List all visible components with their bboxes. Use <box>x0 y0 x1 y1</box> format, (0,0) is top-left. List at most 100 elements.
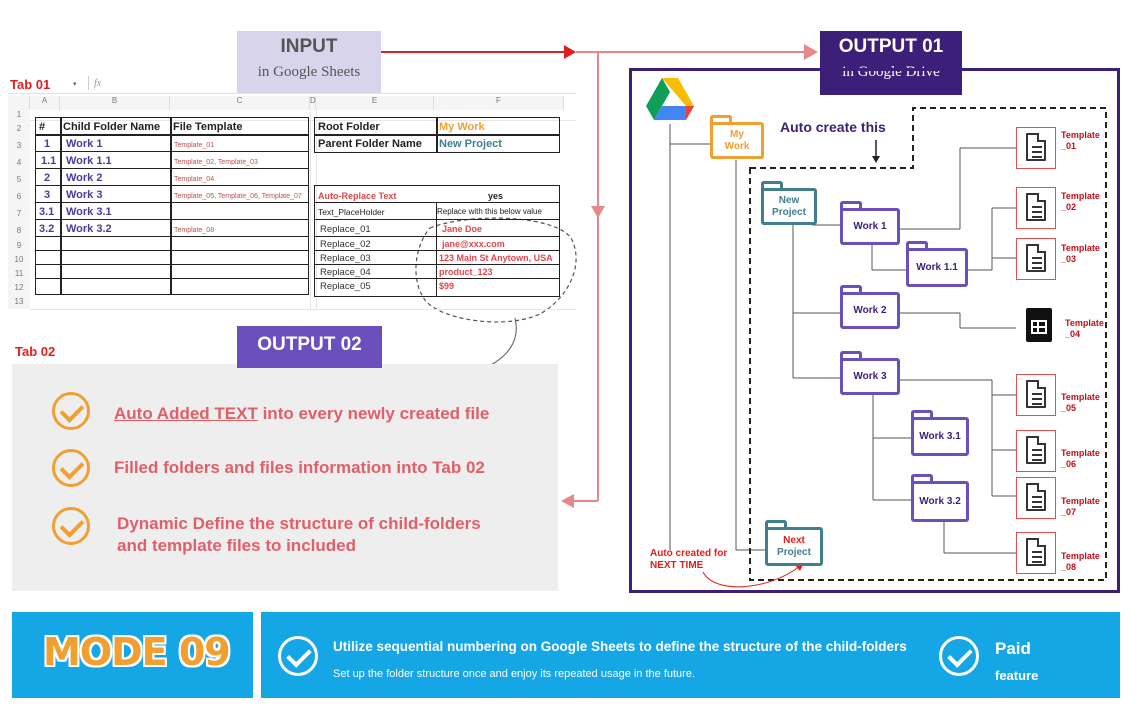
output2-title: OUTPUT 02 <box>237 326 382 368</box>
col-header[interactable]: D <box>310 96 316 110</box>
doc-icon[interactable] <box>1016 187 1056 229</box>
replace-key: Replace_01 <box>320 224 371 235</box>
doc-icon[interactable] <box>1016 238 1056 280</box>
folder-work-3[interactable]: Work 3 <box>840 351 900 395</box>
feature-underlined: Auto Added TEXT <box>114 404 258 423</box>
template-label: Template_07 <box>1061 496 1100 517</box>
header-num: # <box>39 121 46 133</box>
row-number[interactable]: 9 <box>8 239 30 253</box>
feature-auto-text: Auto Added TEXT into every newly created… <box>114 404 489 424</box>
doc-icon[interactable] <box>1016 374 1056 416</box>
spreadsheet-icon[interactable] <box>1026 308 1052 342</box>
replace-key: Replace_04 <box>320 267 371 278</box>
feature-rest: into every newly created file <box>257 404 490 423</box>
parent-folder-value: New Project <box>439 138 502 150</box>
doc-icon[interactable] <box>1016 127 1056 169</box>
template-label: Template_06 <box>1061 448 1100 469</box>
folder-label: Work 2 <box>840 292 900 329</box>
auto-next-label2: NEXT TIME <box>650 560 704 571</box>
row-number[interactable]: 13 <box>8 295 30 309</box>
parent-folder-label: Parent Folder Name <box>318 138 422 150</box>
template-label: Template_03 <box>1061 243 1100 264</box>
row-name: Work 1 <box>66 138 103 150</box>
replace-value: 123 Main St Anytown, USA <box>439 253 553 263</box>
folder-work-1-1[interactable]: Work 1.1 <box>906 241 968 287</box>
auto-next-label: Auto created for <box>650 548 728 559</box>
doc-icon[interactable] <box>1016 430 1056 472</box>
formula-bar[interactable]: ▾ fx <box>8 74 576 94</box>
row-number[interactable]: 11 <box>8 267 30 281</box>
col-header[interactable]: B <box>60 96 170 110</box>
template-label: Template_08 <box>1061 551 1100 572</box>
row-number[interactable]: 3 <box>8 137 30 154</box>
row-number[interactable]: 8 <box>8 222 30 239</box>
input-title: INPUT <box>280 36 338 57</box>
row-template: Template_01 <box>174 142 215 149</box>
doc-icon[interactable] <box>1016 532 1056 574</box>
row-template: Template_04 <box>174 176 215 183</box>
corner-cell[interactable] <box>8 96 30 110</box>
row-name: Work 2 <box>66 172 103 184</box>
replace-value: jane@xxx.com <box>442 239 505 249</box>
row-num: 1.1 <box>41 155 57 167</box>
drive-panel <box>629 68 1120 593</box>
folder-label: Project <box>772 206 806 218</box>
folder-work-1[interactable]: Work 1 <box>840 201 900 245</box>
row-number[interactable]: 7 <box>8 205 30 222</box>
folder-label: My <box>730 128 744 140</box>
row-num: 3.2 <box>39 223 55 235</box>
folder-label: Work 1 <box>840 208 900 245</box>
feature-label: feature <box>995 668 1039 683</box>
tab2-label: Tab 02 <box>15 344 56 359</box>
row-number[interactable]: 2 <box>8 120 30 137</box>
col-header[interactable]: E <box>316 96 434 110</box>
folder-label: Work 3.1 <box>911 417 969 456</box>
row-number[interactable]: 6 <box>8 188 30 205</box>
row-number[interactable]: 4 <box>8 154 30 171</box>
row-num: 2 <box>44 172 51 184</box>
replace-key: Replace_03 <box>320 253 371 264</box>
root-folder-value: My Work <box>439 121 485 133</box>
row-number[interactable]: 1 <box>8 110 30 120</box>
feature-dynamic-line2: and template files to included <box>117 536 356 555</box>
folder-label: Next <box>783 534 805 546</box>
col-header[interactable]: F <box>434 96 564 110</box>
check-icon <box>278 636 318 676</box>
folder-work-3-2[interactable]: Work 3.2 <box>911 474 969 522</box>
auto-create-label: Auto create this <box>780 119 886 135</box>
row-number[interactable]: 12 <box>8 281 30 295</box>
row-name: Work 3 <box>66 189 103 201</box>
folder-work-2[interactable]: Work 2 <box>840 285 900 329</box>
info-banner: Utilize sequential numbering on Google S… <box>261 612 1120 698</box>
row-template: Template_02, Template_03 <box>174 159 258 166</box>
google-drive-icon <box>646 78 694 120</box>
divider <box>88 76 89 90</box>
mode-badge: MODE 09 <box>12 612 253 698</box>
banner-line2: Set up the folder structure once and enj… <box>333 668 696 680</box>
folder-work-3-1[interactable]: Work 3.1 <box>911 410 969 456</box>
tab02-panel: Auto Added TEXT into every newly created… <box>12 364 558 591</box>
template-label: Template_05 <box>1061 392 1100 413</box>
row-number[interactable]: 10 <box>8 253 30 267</box>
row-number[interactable]: 5 <box>8 171 30 188</box>
header-child-folder: Child Folder Name <box>63 121 161 133</box>
folder-label: New <box>778 194 800 206</box>
doc-icon[interactable] <box>1016 477 1056 519</box>
col-header[interactable]: C <box>170 96 310 110</box>
replace-value: product_123 <box>439 267 493 277</box>
replace-table <box>314 185 560 297</box>
row-num: 3.1 <box>39 206 55 218</box>
replace-key: Replace_02 <box>320 239 371 250</box>
row-num: 1 <box>44 138 51 150</box>
replace-value: $99 <box>439 281 455 291</box>
template-label: Template_04 <box>1065 318 1104 339</box>
header-template: File Template <box>173 121 243 133</box>
input-label-box: INPUT in Google Sheets <box>237 31 381 94</box>
col-header[interactable]: A <box>30 96 60 110</box>
output1-title: OUTPUT 01 <box>838 36 944 57</box>
dropdown-icon[interactable]: ▾ <box>73 81 77 88</box>
